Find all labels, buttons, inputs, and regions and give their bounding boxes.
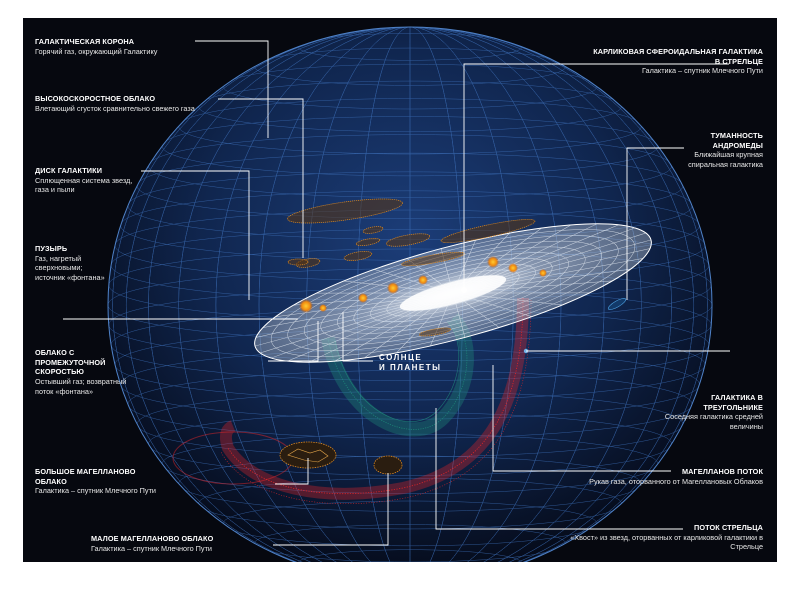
supernova-bubble	[487, 256, 499, 268]
label-sun-and-planets: СОЛНЦЕ И ПЛАНЕТЫ	[379, 353, 441, 372]
gas-cloud	[288, 259, 308, 265]
label-intermediate-velocity-cloud: ОБЛАКО С ПРОМЕЖУТОЧНОЙ СКОРОСТЬЮ Остывши…	[35, 348, 130, 396]
supernova-bubble	[387, 282, 399, 294]
label-title: ТУМАННОСТЬ АНДРОМЕДЫ	[673, 131, 763, 150]
label-small-magellanic-cloud: МАЛОЕ МАГЕЛЛАНОВО ОБЛАКО Галактика – спу…	[91, 534, 281, 553]
supernova-bubble	[299, 299, 313, 313]
supernova-bubble	[508, 263, 518, 273]
label-andromeda-nebula: ТУМАННОСТЬ АНДРОМЕДЫ Ближайшая крупная с…	[673, 131, 763, 170]
label-title: МАЛОЕ МАГЕЛЛАНОВО ОБЛАКО	[91, 534, 281, 544]
supernova-bubble	[418, 275, 428, 285]
label-desc: Рукав газа, оторванного от Магеллановых …	[583, 477, 763, 487]
supernova-bubble	[358, 293, 368, 303]
label-desc: Сплющенная система звезд, газа и пыли	[35, 176, 145, 195]
label-sagittarius-stream: ПОТОК СТРЕЛЬЦА «Хвост» из звезд, оторван…	[563, 523, 763, 552]
label-desc: «Хвост» из звезд, оторванных от карликов…	[563, 533, 763, 552]
label-triangulum-galaxy: ГАЛАКТИКА В ТРЕУГОЛЬНИКЕ Соседняя галакт…	[663, 393, 763, 432]
label-desc: Ближайшая крупная спиральная галактика	[673, 150, 763, 169]
label-title: МАГЕЛЛАНОВ ПОТОК	[583, 467, 763, 477]
label-desc: Остывший газ; возвратный поток «фонтана»	[35, 377, 130, 396]
sun-label-line2: И ПЛАНЕТЫ	[379, 363, 441, 373]
label-desc: Галактика – спутник Млечного Пути	[91, 544, 281, 554]
label-title: ГАЛАКТИЧЕСКАЯ КОРОНА	[35, 37, 245, 47]
small-magellanic-cloud	[374, 456, 402, 474]
label-bubble: ПУЗЫРЬ Газ, нагретый сверхновыми; источн…	[35, 244, 107, 283]
label-sagittarius-dwarf-galaxy: КАРЛИКОВАЯ СФЕРОИДАЛЬНАЯ ГАЛАКТИКА В СТР…	[593, 47, 763, 76]
illustration-panel: ГАЛАКТИЧЕСКАЯ КОРОНА Горячий газ, окружа…	[23, 18, 777, 562]
label-title: КАРЛИКОВАЯ СФЕРОИДАЛЬНАЯ ГАЛАКТИКА В СТР…	[593, 47, 763, 66]
label-large-magellanic-cloud: БОЛЬШОЕ МАГЕЛЛАНОВО ОБЛАКО Галактика – с…	[35, 467, 165, 496]
sun-label-line1: СОЛНЦЕ	[379, 353, 441, 363]
supernova-bubble	[319, 304, 327, 312]
label-high-velocity-cloud: ВЫСОКОСКОРОСТНОЕ ОБЛАКО Влетающий сгусто…	[35, 94, 200, 113]
label-title: ПУЗЫРЬ	[35, 244, 107, 254]
label-magellanic-stream: МАГЕЛЛАНОВ ПОТОК Рукав газа, оторванного…	[583, 467, 763, 486]
label-title: ОБЛАКО С ПРОМЕЖУТОЧНОЙ СКОРОСТЬЮ	[35, 348, 130, 377]
label-desc: Газ, нагретый сверхновыми; источник «фон…	[35, 254, 107, 283]
label-title: БОЛЬШОЕ МАГЕЛЛАНОВО ОБЛАКО	[35, 467, 165, 486]
label-desc: Влетающий сгусток сравнительно свежего г…	[35, 104, 200, 114]
label-desc: Соседняя галактика средней величины	[663, 412, 763, 431]
supernova-bubble	[539, 269, 547, 277]
label-title: ДИСК ГАЛАКТИКИ	[35, 166, 145, 176]
label-title: ГАЛАКТИКА В ТРЕУГОЛЬНИКЕ	[663, 393, 763, 412]
label-title: ВЫСОКОСКОРОСТНОЕ ОБЛАКО	[35, 94, 200, 104]
label-desc: Галактика – спутник Млечного Пути	[35, 486, 165, 496]
label-galactic-disk: ДИСК ГАЛАКТИКИ Сплющенная система звезд,…	[35, 166, 145, 195]
label-desc: Горячий газ, окружающий Галактику	[35, 47, 245, 57]
label-galactic-corona: ГАЛАКТИЧЕСКАЯ КОРОНА Горячий газ, окружа…	[35, 37, 245, 56]
label-desc: Галактика – спутник Млечного Пути	[593, 66, 763, 76]
label-title: ПОТОК СТРЕЛЬЦА	[563, 523, 763, 533]
